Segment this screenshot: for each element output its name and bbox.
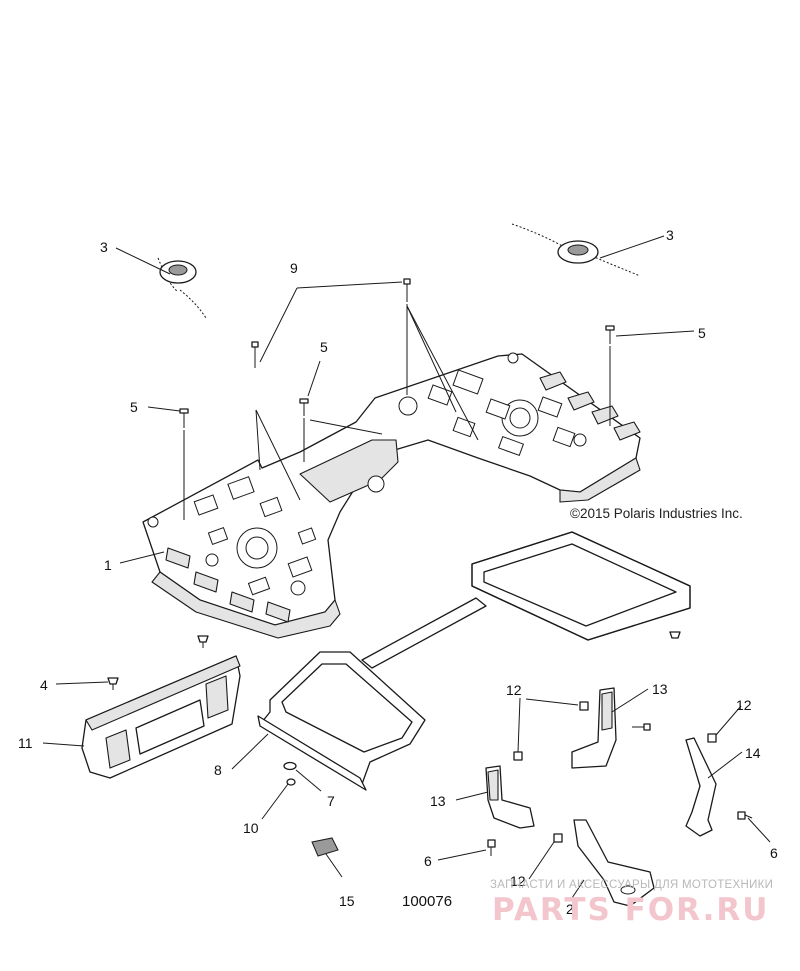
part-3-tie-down-left <box>157 257 207 319</box>
part-1-rack-panel <box>142 352 641 639</box>
callout-3-right: 3 <box>666 227 674 243</box>
part-5-screw-mid <box>299 398 309 416</box>
part-5-screw-right <box>605 325 615 344</box>
callout-12-c: 12 <box>736 697 752 713</box>
part-12-clip-c <box>707 733 717 743</box>
part-7-washer <box>283 761 297 771</box>
part-6-bolt-a <box>632 723 651 731</box>
diagram-number: 100076 <box>402 893 452 910</box>
callout-14: 14 <box>745 745 761 761</box>
part-12-clip-a <box>579 701 589 711</box>
part-9-bolt-top <box>403 278 411 302</box>
part-2-bracket <box>573 819 655 907</box>
part-13-bracket-lower <box>485 765 535 829</box>
callout-12-a: 12 <box>506 682 522 698</box>
part-10-nut <box>286 778 296 786</box>
callout-3-left: 3 <box>100 239 108 255</box>
callout-12-b: 12 <box>510 873 526 889</box>
callout-6-left: 6 <box>424 853 432 869</box>
callout-leaders <box>42 235 771 899</box>
part-6-bolt-c <box>737 811 753 820</box>
callout-10: 10 <box>243 820 259 836</box>
part-6-bolt-b <box>487 839 496 856</box>
part-13-bracket-upper <box>571 687 617 769</box>
callout-5-mid: 5 <box>320 339 328 355</box>
part-14-bracket <box>685 737 717 837</box>
watermark-tagline: ЗАПЧАСТИ И АКСЕССУАРЫ ДЛЯ МОТОТЕХНИКИ <box>490 879 773 891</box>
watermark-brand: PARTS FOR.RU <box>492 892 769 928</box>
callout-9: 9 <box>290 260 298 276</box>
callout-15: 15 <box>339 893 355 909</box>
part-4-fastener <box>107 677 119 690</box>
callout-labels: 3 3 9 5 5 5 1 4 11 8 7 10 15 12 13 12 14… <box>18 227 778 917</box>
part-4-fastener-right <box>669 631 681 639</box>
part-3-tie-down-right <box>511 223 641 277</box>
callout-7: 7 <box>327 793 335 809</box>
callout-13-lower: 13 <box>430 793 446 809</box>
callout-2: 2 <box>566 901 574 917</box>
part-5-screw-left <box>179 408 189 428</box>
callout-13-upper: 13 <box>652 681 668 697</box>
callout-1: 1 <box>104 557 112 573</box>
watermark: ЗАПЧАСТИ И АКСЕССУАРЫ ДЛЯ МОТОТЕХНИКИ PA… <box>490 879 773 928</box>
part-15-pad <box>311 837 339 857</box>
assembly-reference-lines <box>183 304 611 520</box>
copyright-notice: ©2015 Polaris Industries Inc. <box>570 506 743 521</box>
part-4-fastener-top <box>197 635 209 648</box>
part-12-clip-b <box>513 751 523 761</box>
callout-4: 4 <box>40 677 48 693</box>
callout-8: 8 <box>214 762 222 778</box>
part-11-panel <box>81 655 241 779</box>
callout-6-right: 6 <box>770 845 778 861</box>
part-8-frame <box>257 531 691 791</box>
callout-11: 11 <box>18 735 33 751</box>
callout-5-right: 5 <box>698 325 706 341</box>
part-12-clip-d <box>553 833 563 843</box>
part-9-bolt-left <box>251 341 259 368</box>
callout-5-left: 5 <box>130 399 138 415</box>
